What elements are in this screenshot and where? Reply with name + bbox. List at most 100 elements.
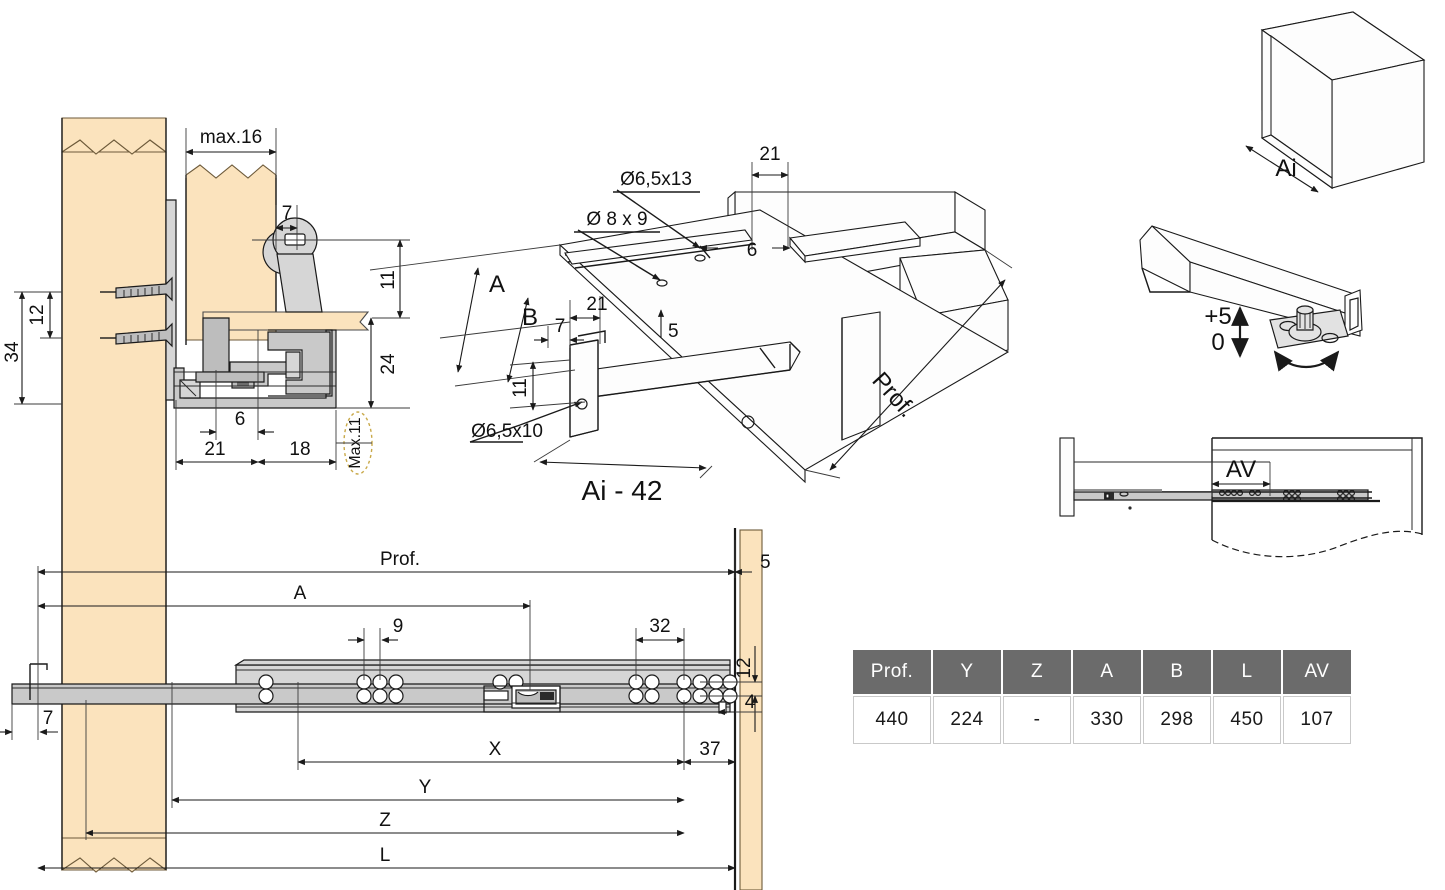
table-cell: 298: [1143, 696, 1211, 744]
table-cell: 440: [853, 696, 931, 744]
iso-dim-A-label: A: [489, 271, 505, 298]
iso-dimension-B: B: [439, 297, 571, 383]
plan-dim-9-label: 9: [393, 616, 404, 637]
plan-dimension-Y: Y: [171, 682, 685, 808]
table-header-row: Prof. Y Z A B L AV: [853, 650, 1351, 694]
table-cell: 107: [1283, 696, 1351, 744]
leader-hole-6510: Ø6,5x10: [469, 401, 583, 443]
leader-hole-6513: Ø6,5x13: [613, 169, 701, 249]
table-header-cell: A: [1073, 650, 1141, 694]
iso-dimension-7-left: 7: [534, 316, 584, 348]
dimension-12: 12: [27, 291, 62, 339]
leader-hole-8x9: Ø 8 x 9: [574, 209, 661, 281]
plan-dimension-9: 9: [348, 616, 403, 680]
iso-dim-5-label: 5: [668, 321, 679, 342]
iso-dim-21-left-label: 21: [586, 294, 607, 315]
cabinet-dim-ai-label: Ai: [1275, 155, 1296, 182]
plan-dimension-prof: Prof.: [37, 540, 736, 700]
plan-dimension-7: 7: [0, 700, 58, 740]
plan-dim-prof-label: Prof.: [380, 549, 420, 570]
isometric-drawer-view: Ø6,5x13 Ø 8 x 9 Ø6,5x10 21: [369, 144, 1013, 506]
label-hole-8x9: Ø 8 x 9: [586, 209, 647, 230]
dim-34-label: 34: [2, 341, 23, 363]
plan-dimension-Z: Z: [85, 700, 685, 840]
plan-front-panel: [739, 529, 763, 890]
plan-dim-A-label: A: [294, 583, 307, 604]
table-cell: 330: [1073, 696, 1141, 744]
plan-dimension-12: 12: [700, 646, 762, 732]
iso-dimension-21-left: 21: [569, 294, 608, 348]
dimension-6: 6: [200, 330, 274, 440]
plan-dim-L-label: L: [380, 845, 391, 866]
dim-7-top-label: 7: [282, 203, 293, 224]
plan-dimension-X: X: [297, 682, 685, 770]
label-hole-6513: Ø6,5x13: [620, 169, 692, 190]
height-adjustment-detail: +5 0: [1139, 225, 1363, 372]
plan-dim-4-label: 4: [745, 692, 756, 713]
plan-dimension-32: 32: [635, 616, 685, 680]
plan-dimension-37: 37: [683, 739, 736, 766]
cabinet-panel: [61, 117, 167, 873]
dimension-24-right: 24: [340, 317, 410, 409]
dimension-21: 21: [175, 400, 259, 470]
fixing-screw-lower: [100, 322, 173, 348]
plan-small-slot: [718, 701, 727, 714]
iso-dimension-6: 6: [699, 240, 791, 261]
table-header-cell: Z: [1003, 650, 1071, 694]
table-header-cell: Prof.: [853, 650, 931, 694]
plan-dimension-L: L: [37, 845, 736, 872]
slide-profile-assembly: [173, 317, 337, 409]
iso-dim-21-top-label: 21: [759, 144, 780, 165]
table-row: 440 224 - 330 298 450 107: [853, 696, 1351, 744]
iso-dim-11-label: 11: [510, 378, 531, 398]
cabinet-isometric-view: Ai: [1245, 11, 1426, 193]
dim-18-label: 18: [289, 439, 310, 460]
table-header-cell: B: [1143, 650, 1211, 694]
plan-latch-mechanism: [483, 685, 561, 713]
slide-plan-view: Prof. A 9 32: [0, 528, 771, 890]
dimension-max16: max.16: [185, 127, 277, 178]
dim-11-right-label: 11: [378, 270, 399, 290]
av-dim-label: AV: [1226, 456, 1256, 483]
iso-dimension-5: 5: [657, 309, 679, 342]
dimension-34: 34: [2, 291, 62, 405]
dim-max16-label: max.16: [200, 127, 262, 148]
dim-21-label: 21: [204, 439, 225, 460]
iso-dim-B-label: B: [522, 304, 538, 331]
table-header-cell: Y: [933, 650, 1001, 694]
plan-dim-7-label: 7: [43, 708, 54, 729]
fixing-screw-upper: [100, 276, 173, 302]
plan-dimension-5: 5: [734, 552, 771, 576]
plan-dim-37-label: 37: [699, 739, 720, 760]
table-header-cell: AV: [1283, 650, 1351, 694]
plan-dim-32-label: 32: [649, 616, 670, 637]
plan-dim-Y-label: Y: [419, 777, 432, 798]
adjust-plus5-label: +5: [1204, 303, 1231, 330]
table-header-cell: L: [1213, 650, 1281, 694]
av-dimension: AV: [1211, 456, 1271, 496]
plan-dimension-4: 4: [700, 692, 762, 716]
dim-12-label: 12: [27, 304, 48, 325]
dim-max11-label: Max.11: [347, 417, 364, 468]
dimension-max11: Max.11: [336, 407, 373, 475]
dimension-18: 18: [257, 410, 337, 470]
iso-dim-6-label: 6: [747, 240, 758, 261]
side-section-view: 34 12 max.16 7: [2, 117, 410, 873]
plan-dim-12-label: 12: [734, 657, 755, 678]
dimension-11-right: 11: [340, 239, 410, 319]
label-hole-6510: Ø6,5x10: [471, 421, 543, 442]
plan-dimension-A: A: [37, 583, 531, 690]
drawer-front-panel: [185, 164, 277, 345]
cabinet-dimension-ai: Ai: [1245, 145, 1319, 193]
dimension-table: Prof. Y Z A B L AV 440 224 - 330 298 450…: [851, 648, 1353, 746]
av-clearance-detail: AV: [1059, 437, 1423, 558]
table-cell: 224: [933, 696, 1001, 744]
iso-dim-7-left-label: 7: [555, 316, 566, 337]
plan-dim-Z-label: Z: [379, 810, 391, 831]
dim-24-right-label: 24: [378, 353, 399, 375]
table-cell: -: [1003, 696, 1071, 744]
dim-6-label: 6: [235, 409, 246, 430]
iso-dim-ai42-label: Ai - 42: [582, 475, 663, 506]
